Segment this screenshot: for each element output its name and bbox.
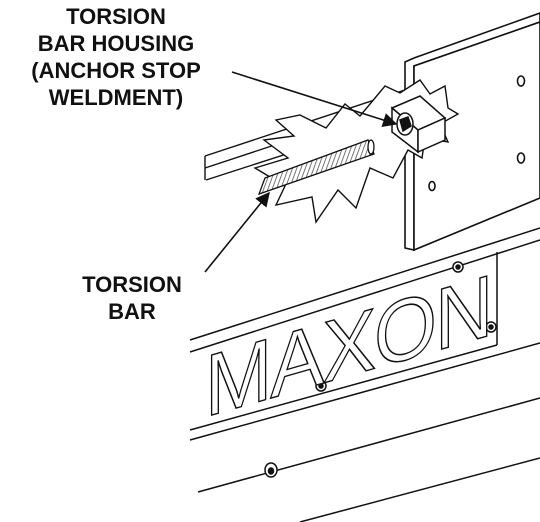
housing-label-line-4: WELDMENT)	[48, 85, 184, 110]
mounting-plate	[404, 12, 540, 252]
housing-label-line-3: (ANCHOR STOP	[31, 58, 201, 83]
torsion-bar	[257, 139, 375, 196]
torsion-bar-housing-label: TORSION BAR HOUSING (ANCHOR STOP WELDMEN…	[0, 3, 232, 111]
lower-panel	[189, 227, 540, 522]
maxon-logo: MAXON	[204, 256, 492, 437]
maxon-brand-text: MAXON	[205, 256, 491, 436]
housing-label-line-2: BAR HOUSING	[37, 31, 195, 56]
torsion-bar-label: TORSION BAR	[72, 271, 192, 325]
bar-label-line-1: TORSION	[82, 272, 182, 297]
callout-leaders	[204, 71, 398, 273]
bar-label-line-2: BAR	[108, 299, 156, 324]
housing-label-line-1: TORSION	[66, 4, 166, 29]
torsion-bar-housing-block	[390, 95, 447, 154]
